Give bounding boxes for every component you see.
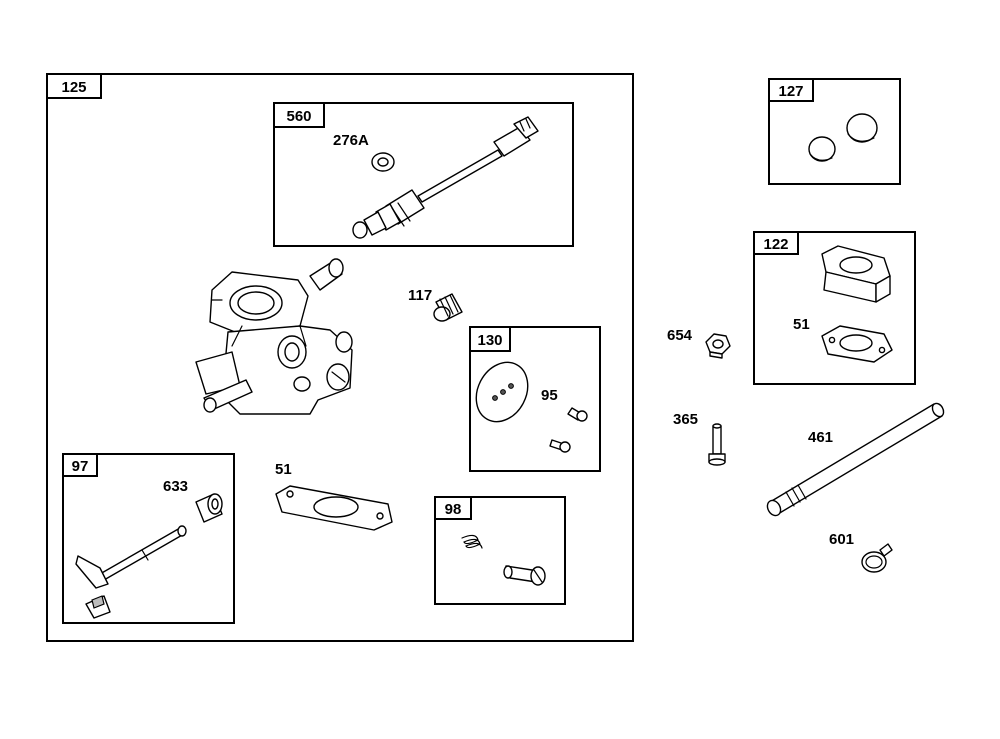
group-560-number: 560 (286, 108, 311, 125)
label-95: 95 (541, 387, 558, 404)
group-98: 98 (434, 496, 566, 605)
group-130-frame (469, 326, 601, 472)
label-117: 117 (408, 287, 432, 304)
gasket-51-lower-part (275, 485, 393, 531)
shaft-461-part (766, 402, 945, 517)
spacer-122-part (821, 245, 891, 303)
label-601: 601 (829, 531, 854, 548)
gasket-51-upper-part (821, 325, 893, 363)
throttle-plate-part (475, 361, 529, 423)
group-127-tag (768, 78, 814, 102)
label-276a: 276A (333, 132, 369, 149)
plug-127-left-part (808, 136, 836, 162)
group-127-number: 127 (778, 83, 803, 100)
group-125-tag (46, 73, 102, 99)
label-654: 654 (667, 327, 693, 344)
group-98-number: 98 (445, 501, 462, 518)
group-122: 122 51 (753, 231, 916, 385)
nut-654-part (705, 333, 731, 359)
screw-98-part (503, 565, 546, 586)
group-560: 560 276A (273, 102, 574, 247)
bolt-365-part (708, 423, 726, 466)
group-130: 130 95 (469, 326, 601, 472)
group-97-number: 97 (72, 458, 89, 475)
group-122-frame (753, 231, 916, 385)
carburetor-body-part (195, 258, 353, 415)
group-125: 125 (46, 73, 634, 642)
washer-276a-part (371, 152, 395, 172)
plug-127-right-part (846, 113, 878, 143)
label-51-gasket-upper: 51 (793, 316, 810, 333)
group-97-frame (62, 453, 235, 624)
screw-95-upper-part (567, 407, 588, 422)
choke-shaft-part (75, 525, 187, 619)
group-130-tag (469, 326, 511, 352)
group-127-frame (768, 78, 901, 185)
group-560-tag (273, 102, 325, 128)
group-98-frame (434, 496, 566, 605)
label-633: 633 (163, 478, 188, 495)
fuel-solenoid-part (352, 116, 539, 239)
group-125-number: 125 (61, 79, 86, 96)
group-122-number: 122 (763, 236, 788, 253)
bushing-633-part (195, 493, 223, 523)
group-97: 97 633 (62, 453, 235, 624)
group-130-number: 130 (477, 332, 502, 349)
spring-98-part (461, 534, 483, 549)
group-125-frame (46, 73, 634, 642)
label-51-gasket-lower: 51 (275, 461, 292, 478)
idle-screw-117-part (433, 293, 463, 322)
group-98-tag (434, 496, 472, 520)
label-365: 365 (673, 411, 698, 428)
label-461: 461 (808, 429, 833, 446)
screw-95-lower-part (549, 439, 571, 453)
group-127: 127 (768, 78, 901, 185)
group-97-tag (62, 453, 98, 477)
group-122-tag (753, 231, 799, 255)
clamp-601-part (861, 543, 893, 573)
group-560-frame (273, 102, 574, 247)
